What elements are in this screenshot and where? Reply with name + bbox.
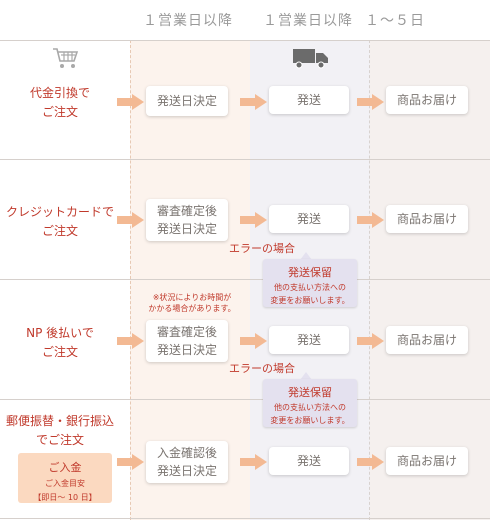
arrow-right-icon bbox=[357, 212, 385, 228]
arrow-right-icon bbox=[117, 212, 145, 228]
step-delivery: 商品お届け bbox=[386, 205, 468, 233]
arrow-right-icon bbox=[117, 333, 145, 349]
arrow-right-icon bbox=[240, 454, 268, 470]
column-header-1: １営業日以降 bbox=[143, 13, 233, 29]
step-ship: 発送 bbox=[269, 205, 349, 233]
row-label-postal-bank-transfer: 郵便振替・銀行振込 でご注文 bbox=[5, 414, 114, 447]
step-delivery: 商品お届け bbox=[386, 447, 468, 475]
column-3-background bbox=[370, 40, 490, 520]
arrow-right-icon bbox=[240, 212, 268, 228]
column-1-background bbox=[130, 40, 251, 520]
column-header-3: １〜５日 bbox=[365, 13, 425, 29]
step-delivery: 商品お届け bbox=[386, 326, 468, 354]
arrow-right-icon bbox=[240, 333, 268, 349]
step-ship: 発送 bbox=[269, 86, 349, 114]
row-label-credit-card: クレジットカードで ご注文 bbox=[5, 205, 114, 238]
step-ship: 発送 bbox=[269, 447, 349, 475]
step-ship: 発送 bbox=[269, 326, 349, 354]
step-ship-date-decided: 発送日決定 bbox=[146, 86, 228, 116]
shopping-cart-icon bbox=[53, 48, 79, 68]
error-case-label: エラーの場合 bbox=[229, 362, 295, 375]
delay-note: ※状況によりお時間が かかる場合があります。 bbox=[148, 293, 236, 313]
row-divider bbox=[0, 279, 490, 280]
arrow-right-icon bbox=[357, 454, 385, 470]
row-label-cod: 代金引換で ご注文 bbox=[29, 86, 90, 119]
error-case-label: エラーの場合 bbox=[229, 242, 295, 255]
row-label-np-deferred: NP 後払いで ご注文 bbox=[26, 326, 94, 359]
delivery-truck-icon bbox=[293, 49, 328, 69]
arrow-right-icon bbox=[357, 333, 385, 349]
deposit-box: ご入金 ご入金目安 【即日〜 10 日】 bbox=[18, 453, 112, 503]
arrow-right-icon bbox=[357, 94, 385, 110]
callout-pointer bbox=[300, 372, 312, 380]
step-review-then-ship-date: 審査確定後発送日決定 bbox=[146, 199, 228, 241]
step-review-then-ship-date: 審査確定後発送日決定 bbox=[146, 320, 228, 362]
row-divider bbox=[0, 518, 490, 519]
step-payment-confirmed-ship-date: 入金確認後発送日決定 bbox=[146, 441, 228, 483]
column-header-2: １営業日以降 bbox=[263, 13, 353, 29]
shipping-hold-callout: 発送保留 他の支払い方法への 変更をお願いします。 bbox=[263, 379, 357, 427]
arrow-right-icon bbox=[117, 454, 145, 470]
row-divider bbox=[0, 399, 490, 400]
callout-pointer bbox=[300, 252, 312, 260]
shipping-hold-callout: 発送保留 他の支払い方法への 変更をお願いします。 bbox=[263, 259, 357, 307]
row-divider bbox=[0, 159, 490, 160]
arrow-right-icon bbox=[240, 94, 268, 110]
step-delivery: 商品お届け bbox=[386, 86, 468, 114]
row-divider bbox=[0, 40, 490, 41]
arrow-right-icon bbox=[117, 94, 145, 110]
